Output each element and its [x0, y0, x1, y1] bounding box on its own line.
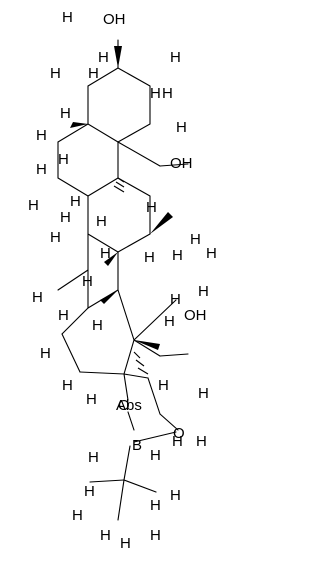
boronate-bond: [127, 411, 135, 431]
atom-label-o20: O: [118, 397, 130, 414]
stereo-wedge: [114, 46, 122, 68]
hydrogen-atom-label: H: [150, 85, 161, 102]
methyl-bond: [159, 353, 189, 357]
stereo-hash: [113, 177, 125, 193]
hydrogen-atom-label: H: [176, 119, 187, 136]
hydrogen-atom-label: H: [198, 385, 209, 402]
hydrogen-atom-label: H: [100, 245, 111, 262]
stereo-hash: [133, 351, 149, 375]
stereo-wedge: [70, 122, 88, 128]
hydrogen-atom-label: H: [144, 249, 155, 266]
ring-a-bond: [117, 123, 151, 143]
hydrogen-atom-label: H: [100, 527, 111, 544]
hydrogen-atom-label: H: [170, 49, 181, 66]
tert-butyl-bond: [123, 479, 157, 493]
hydrogen-atom-label: H: [146, 199, 157, 216]
ring-b-bond: [57, 177, 89, 197]
hydrogen-atom-label: H: [36, 127, 47, 144]
atom-label-o11: OH: [170, 155, 193, 172]
hydrogen-atom-label: H: [60, 105, 71, 122]
hydrogen-atom-label: H: [190, 231, 201, 248]
ring-c-bond: [117, 233, 151, 253]
ring-a-bond: [87, 123, 119, 143]
ring-d-bond: [57, 269, 89, 291]
hydrogen-atom-label: H: [62, 377, 73, 394]
side-chain-bond: [159, 413, 179, 431]
hydrogen-atom-label: H: [98, 49, 109, 66]
boronate-bond: [133, 431, 177, 443]
ring-b-bond: [57, 123, 89, 143]
hydrogen-atom-label: H: [84, 483, 95, 500]
hydrogen-atom-label: H: [86, 391, 97, 408]
hydrogen-atom-label: H: [92, 317, 103, 334]
hydrogen-atom-label: H: [172, 247, 183, 264]
hydrogen-atom-label: H: [196, 433, 207, 450]
hydrogen-atom-label: H: [82, 273, 93, 290]
atom-label-o21: O: [173, 425, 185, 442]
atom-label-b: B: [132, 437, 142, 454]
hydrogen-atom-label: H: [50, 229, 61, 246]
hydrogen-atom-label: H: [150, 447, 161, 464]
tert-butyl-bond: [117, 479, 125, 521]
atom-label-o18: OH: [184, 307, 207, 324]
hydrogen-atom-label: H: [162, 85, 173, 102]
hydrogen-atom-label: H: [170, 291, 181, 308]
methyl-bond: [133, 339, 161, 357]
bond-layer: [57, 39, 189, 521]
hydrogen-atom-label: H: [88, 449, 99, 466]
ring-a-bond: [117, 67, 151, 87]
stereo-wedge: [100, 290, 118, 304]
ring-e-bond: [61, 333, 81, 373]
stereo-hash-layer: [113, 177, 149, 375]
atom-label-layer: OH OH OH O O B Abs: [103, 11, 207, 454]
stereo-wedge: [150, 212, 173, 234]
hydrogen-atom-label: H: [96, 213, 107, 230]
hydrogen-atom-label: H: [158, 377, 169, 394]
tert-butyl-bond: [89, 479, 125, 483]
ring-e-bond: [123, 339, 135, 375]
hydrogen-atom-label: H: [62, 9, 73, 26]
hydrogen-atom-label: H: [206, 245, 217, 262]
methyl-bond: [159, 163, 189, 167]
side-chain-bond: [133, 299, 177, 341]
hydrogen-atom-label: H: [170, 487, 181, 504]
hydrogen-atom-label: H: [58, 307, 69, 324]
boronate-bond: [123, 373, 129, 401]
hydrogen-atom-label: H: [40, 345, 51, 362]
atom-label-o3: OH: [103, 11, 126, 28]
hydrogen-atom-label: H: [28, 197, 39, 214]
hydrogen-atom-label: H: [88, 65, 99, 82]
ring-e-bond: [79, 371, 125, 375]
hydrogen-atom-label: H: [60, 209, 71, 226]
stereo-wedge-layer: [70, 46, 173, 350]
ring-b-bond: [87, 177, 119, 197]
stereo-flag-label: Abs: [116, 397, 142, 414]
ring-e-bond: [61, 307, 89, 335]
stereo-wedge: [134, 340, 160, 350]
side-chain-bond: [123, 373, 149, 379]
hydrogen-atom-label: H: [120, 535, 131, 552]
hydrogen-atom-label: H: [150, 497, 161, 514]
hydrogen-atom-label: H: [198, 283, 209, 300]
hydrogen-atom-label: H: [70, 193, 81, 210]
methyl-bond: [117, 141, 161, 167]
hydrogen-atom-label: H: [50, 65, 61, 82]
hydrogen-atom-label: H: [32, 289, 43, 306]
hydrogen-atom-label: H: [58, 151, 69, 168]
ring-e-bond: [117, 289, 135, 341]
side-chain-bond: [147, 377, 161, 415]
tert-butyl-bond: [123, 445, 131, 481]
hydrogen-atom-label: H: [172, 433, 183, 450]
ring-a-bond: [87, 67, 119, 87]
ring-c-bond: [87, 233, 119, 253]
hydrogen-atom-label: H: [164, 313, 175, 330]
stereo-wedge: [104, 252, 118, 266]
hydrogen-atom-label: H: [72, 507, 83, 524]
hydrogen-atom-label: H: [150, 527, 161, 544]
hydrogen-atom-label: H: [36, 161, 47, 178]
